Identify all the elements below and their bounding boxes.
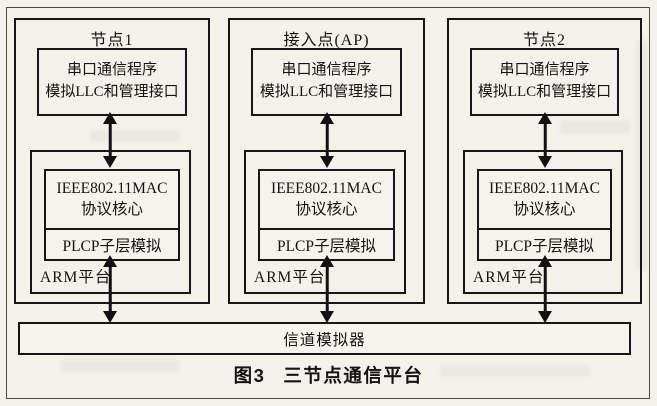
double-arrow-icon (102, 255, 118, 323)
double-arrow-icon (102, 112, 118, 168)
node1-serial-program-box: 串口通信程序 模拟LLC和管理接口 (37, 48, 187, 116)
mac-line2: 协议核心 (80, 200, 143, 218)
mac-line1: IEEE802.11MAC (271, 179, 382, 197)
node1-arm-platform-label: ARM平台 (40, 269, 112, 286)
double-arrow-icon (319, 255, 335, 323)
ap-arm-platform-box: IEEE802.11MAC 协议核心 PLCP子层模拟 ARM平台 (244, 150, 406, 294)
node1-plcp-cell: PLCP子层模拟 (62, 237, 162, 255)
ap-mac-core-cell: IEEE802.11MAC 协议核心 (260, 171, 393, 230)
serial-line2: 模拟LLC和管理接口 (45, 84, 179, 100)
figure-caption-title: 三节点通信平台 (283, 365, 424, 386)
ap-arm-platform-label: ARM平台 (254, 269, 326, 286)
node1-mac-box: IEEE802.11MAC 协议核心 PLCP子层模拟 (44, 169, 180, 261)
node2-panel: 节点2 串口通信程序 模拟LLC和管理接口 IEEE802.11MAC 协议核心… (447, 18, 642, 304)
ap-mac-box: IEEE802.11MAC 协议核心 PLCP子层模拟 (258, 169, 395, 261)
figure-caption: 图3 三节点通信平台 (0, 362, 657, 388)
access-point-panel: 接入点(AP) 串口通信程序 模拟LLC和管理接口 IEEE802.11MAC … (228, 18, 425, 304)
node2-serial-program-box: 串口通信程序 模拟LLC和管理接口 (470, 48, 619, 116)
double-arrow-icon (537, 255, 553, 323)
serial-line2: 模拟LLC和管理接口 (477, 84, 612, 100)
mac-line1: IEEE802.11MAC (489, 179, 600, 197)
double-arrow-icon (319, 112, 335, 168)
double-arrow-icon (537, 112, 553, 168)
node2-mac-core-cell: IEEE802.11MAC 协议核心 (479, 171, 610, 230)
mac-line1: IEEE802.11MAC (56, 179, 168, 197)
access-point-title: 接入点(AP) (283, 32, 370, 49)
diagram-frame (6, 7, 650, 399)
node2-mac-box: IEEE802.11MAC 协议核心 PLCP子层模拟 (477, 169, 612, 261)
node1-title: 节点1 (90, 32, 134, 49)
mac-line2: 协议核心 (513, 200, 576, 218)
node2-title: 节点2 (522, 32, 566, 49)
channel-simulator-box: 信道模拟器 (18, 322, 631, 355)
node1-arm-platform-box: IEEE802.11MAC 协议核心 PLCP子层模拟 ARM平台 (30, 150, 191, 294)
node1-panel: 节点1 串口通信程序 模拟LLC和管理接口 IEEE802.11MAC 协议核心… (14, 18, 210, 304)
serial-line1: 串口通信程序 (499, 62, 590, 79)
node2-plcp-cell: PLCP子层模拟 (494, 237, 595, 255)
ap-serial-program-box: 串口通信程序 模拟LLC和管理接口 (251, 48, 402, 116)
serial-line2: 模拟LLC和管理接口 (259, 84, 394, 100)
serial-line1: 串口通信程序 (281, 62, 372, 79)
node1-mac-core-cell: IEEE802.11MAC 协议核心 (46, 171, 178, 230)
node2-arm-platform-label: ARM平台 (473, 269, 545, 286)
ap-plcp-cell: PLCP子层模拟 (276, 237, 377, 255)
serial-line1: 串口通信程序 (66, 62, 157, 79)
mac-line2: 协议核心 (295, 200, 358, 218)
figure-caption-number: 图3 (233, 365, 266, 386)
